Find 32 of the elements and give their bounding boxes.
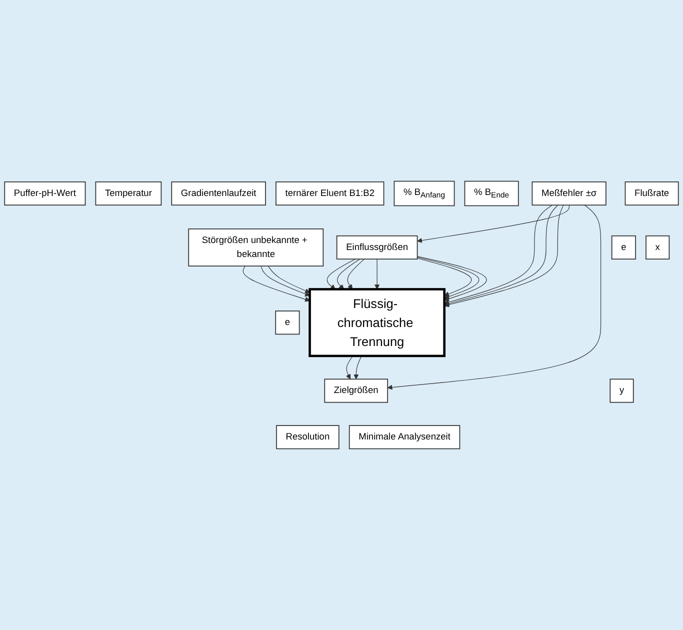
arrow — [417, 204, 570, 243]
node-box — [624, 181, 679, 206]
node-box — [4, 181, 86, 206]
node-box — [348, 425, 460, 450]
node-box — [610, 378, 634, 403]
node-box — [532, 181, 606, 206]
arrow — [417, 256, 480, 300]
node-box — [95, 181, 162, 206]
node-box — [394, 180, 455, 206]
node-box — [324, 378, 388, 403]
arrow — [387, 204, 602, 390]
node-box — [276, 181, 384, 206]
arrow — [417, 256, 487, 302]
arrow — [346, 356, 354, 380]
arrow — [374, 258, 380, 290]
node-box — [171, 181, 266, 206]
arrow — [326, 258, 356, 290]
node-box — [611, 235, 636, 260]
arrow — [347, 258, 365, 290]
node-box — [464, 180, 519, 206]
arrow — [354, 356, 362, 380]
node-box — [336, 235, 418, 260]
node-box — [275, 310, 300, 335]
node-box — [646, 235, 670, 260]
arrow — [242, 266, 310, 302]
arrow — [417, 258, 472, 296]
node-box — [276, 425, 340, 450]
arrow — [260, 266, 310, 296]
node-box — [308, 288, 446, 358]
node-box — [188, 228, 324, 266]
arrow — [337, 258, 360, 290]
arrow — [268, 266, 310, 294]
